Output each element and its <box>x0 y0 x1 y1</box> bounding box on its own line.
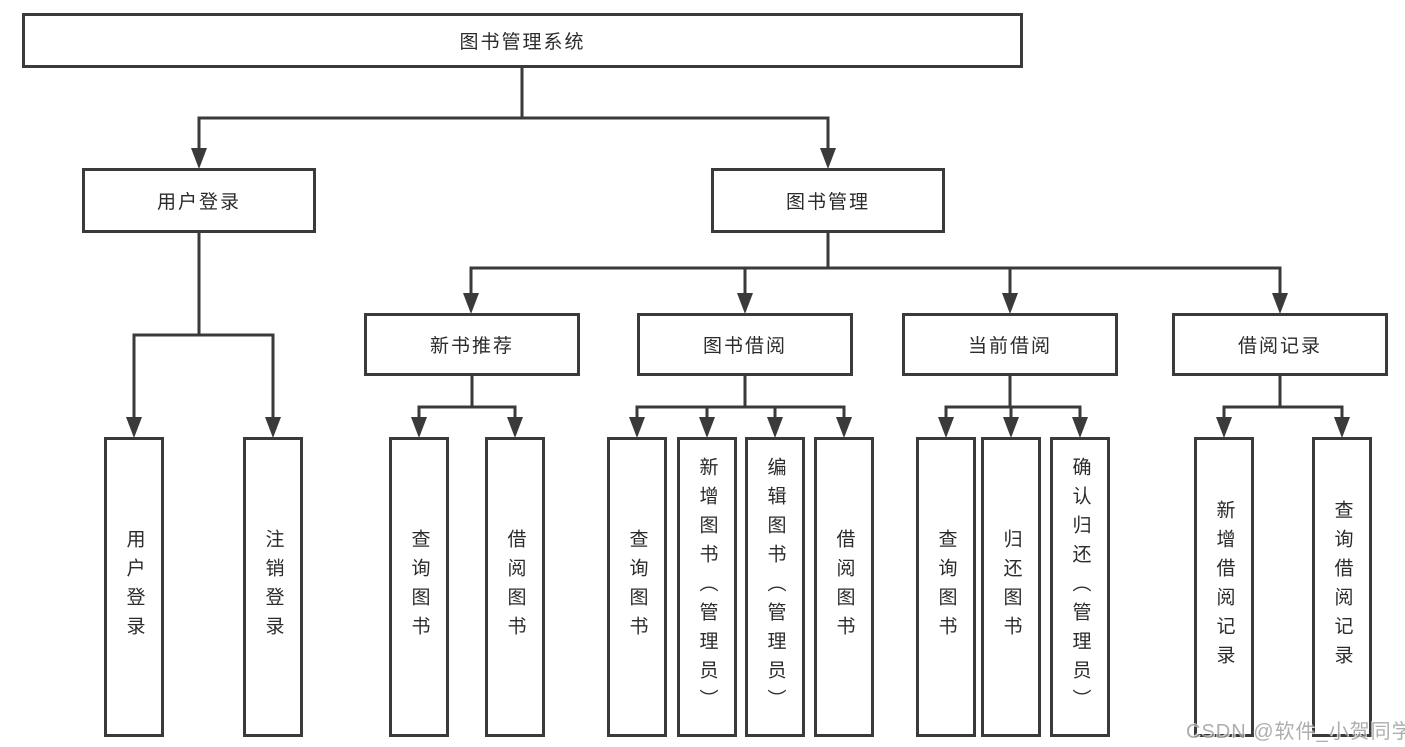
node-book-borrowing-label: 图书借阅 <box>702 336 787 357</box>
node-edit-book-admin: 编辑图书（管理员） <box>745 437 805 737</box>
node-query-books-current: 查询图书 <box>916 437 976 737</box>
node-return-books-label: 归还图书 <box>1000 529 1022 645</box>
arrowhead-icon <box>1003 417 1019 438</box>
node-borrowing-records-label: 借阅记录 <box>1237 336 1322 357</box>
node-borrowing-records: 借阅记录 <box>1172 313 1388 376</box>
node-edit-book-admin-label: 编辑图书（管理员） <box>764 456 786 718</box>
connector-line <box>944 405 1082 419</box>
node-query-books-recommend-label: 查询图书 <box>408 529 430 645</box>
connector-line <box>1222 405 1344 419</box>
connector-line <box>417 405 517 419</box>
node-current-borrowing-label: 当前借阅 <box>967 336 1052 357</box>
arrowhead-icon <box>1002 293 1018 314</box>
arrowhead-icon <box>820 148 836 169</box>
arrowhead-icon <box>1272 293 1288 314</box>
node-user-login: 用户登录 <box>82 168 316 233</box>
connector-line <box>132 333 275 419</box>
node-logout: 注销登录 <box>243 437 303 737</box>
node-current-borrowing: 当前借阅 <box>902 313 1118 376</box>
node-user-login-leaf-label: 用户登录 <box>123 529 145 645</box>
arrowhead-icon <box>767 417 783 438</box>
arrowhead-icon <box>938 417 954 438</box>
arrowhead-icon <box>411 417 427 438</box>
arrowhead-icon <box>507 417 523 438</box>
node-borrow-books-recommend-label: 借阅图书 <box>504 529 526 645</box>
node-new-book-recommend: 新书推荐 <box>364 313 580 376</box>
arrowhead-icon <box>836 417 852 438</box>
node-borrow-books-recommend: 借阅图书 <box>485 437 545 737</box>
node-add-book-admin: 新增图书（管理员） <box>677 437 737 737</box>
node-user-login-leaf: 用户登录 <box>104 437 164 737</box>
node-root-label: 图书管理系统 <box>459 32 586 53</box>
arrowhead-icon <box>191 148 207 169</box>
watermark: CSDN @软件_小贺同学 <box>1186 721 1405 743</box>
node-query-books-current-label: 查询图书 <box>935 529 957 645</box>
node-confirm-return-admin: 确认归还（管理员） <box>1050 437 1110 737</box>
node-user-login-label: 用户登录 <box>156 192 241 213</box>
node-root: 图书管理系统 <box>22 13 1023 68</box>
node-query-borrow-record: 查询借阅记录 <box>1312 437 1372 737</box>
arrowhead-icon <box>1216 417 1232 438</box>
node-query-books-recommend: 查询图书 <box>389 437 449 737</box>
connector-line <box>635 405 846 419</box>
arrowhead-icon <box>1334 417 1350 438</box>
arrowhead-icon <box>629 417 645 438</box>
node-borrow-books-borrowing: 借阅图书 <box>814 437 874 737</box>
node-book-management: 图书管理 <box>711 168 945 233</box>
connector-line <box>197 116 830 150</box>
arrowhead-icon <box>699 417 715 438</box>
node-book-management-label: 图书管理 <box>785 192 870 213</box>
arrowhead-icon <box>126 417 142 438</box>
node-book-borrowing: 图书借阅 <box>637 313 853 376</box>
node-query-borrow-record-label: 查询借阅记录 <box>1331 500 1353 674</box>
node-borrow-books-borrowing-label: 借阅图书 <box>833 529 855 645</box>
arrowhead-icon <box>463 293 479 314</box>
arrowhead-icon <box>265 417 281 438</box>
node-add-borrow-record-label: 新增借阅记录 <box>1213 500 1235 674</box>
arrowhead-icon <box>737 293 753 314</box>
arrowhead-icon <box>1072 417 1088 438</box>
node-return-books: 归还图书 <box>981 437 1041 737</box>
node-add-borrow-record: 新增借阅记录 <box>1194 437 1254 737</box>
node-query-books-borrowing: 查询图书 <box>607 437 667 737</box>
connector-line <box>469 266 1282 295</box>
node-new-book-recommend-label: 新书推荐 <box>429 336 514 357</box>
node-query-books-borrowing-label: 查询图书 <box>626 529 648 645</box>
node-confirm-return-admin-label: 确认归还（管理员） <box>1069 456 1091 718</box>
node-add-book-admin-label: 新增图书（管理员） <box>696 456 718 718</box>
node-logout-label: 注销登录 <box>262 529 284 645</box>
